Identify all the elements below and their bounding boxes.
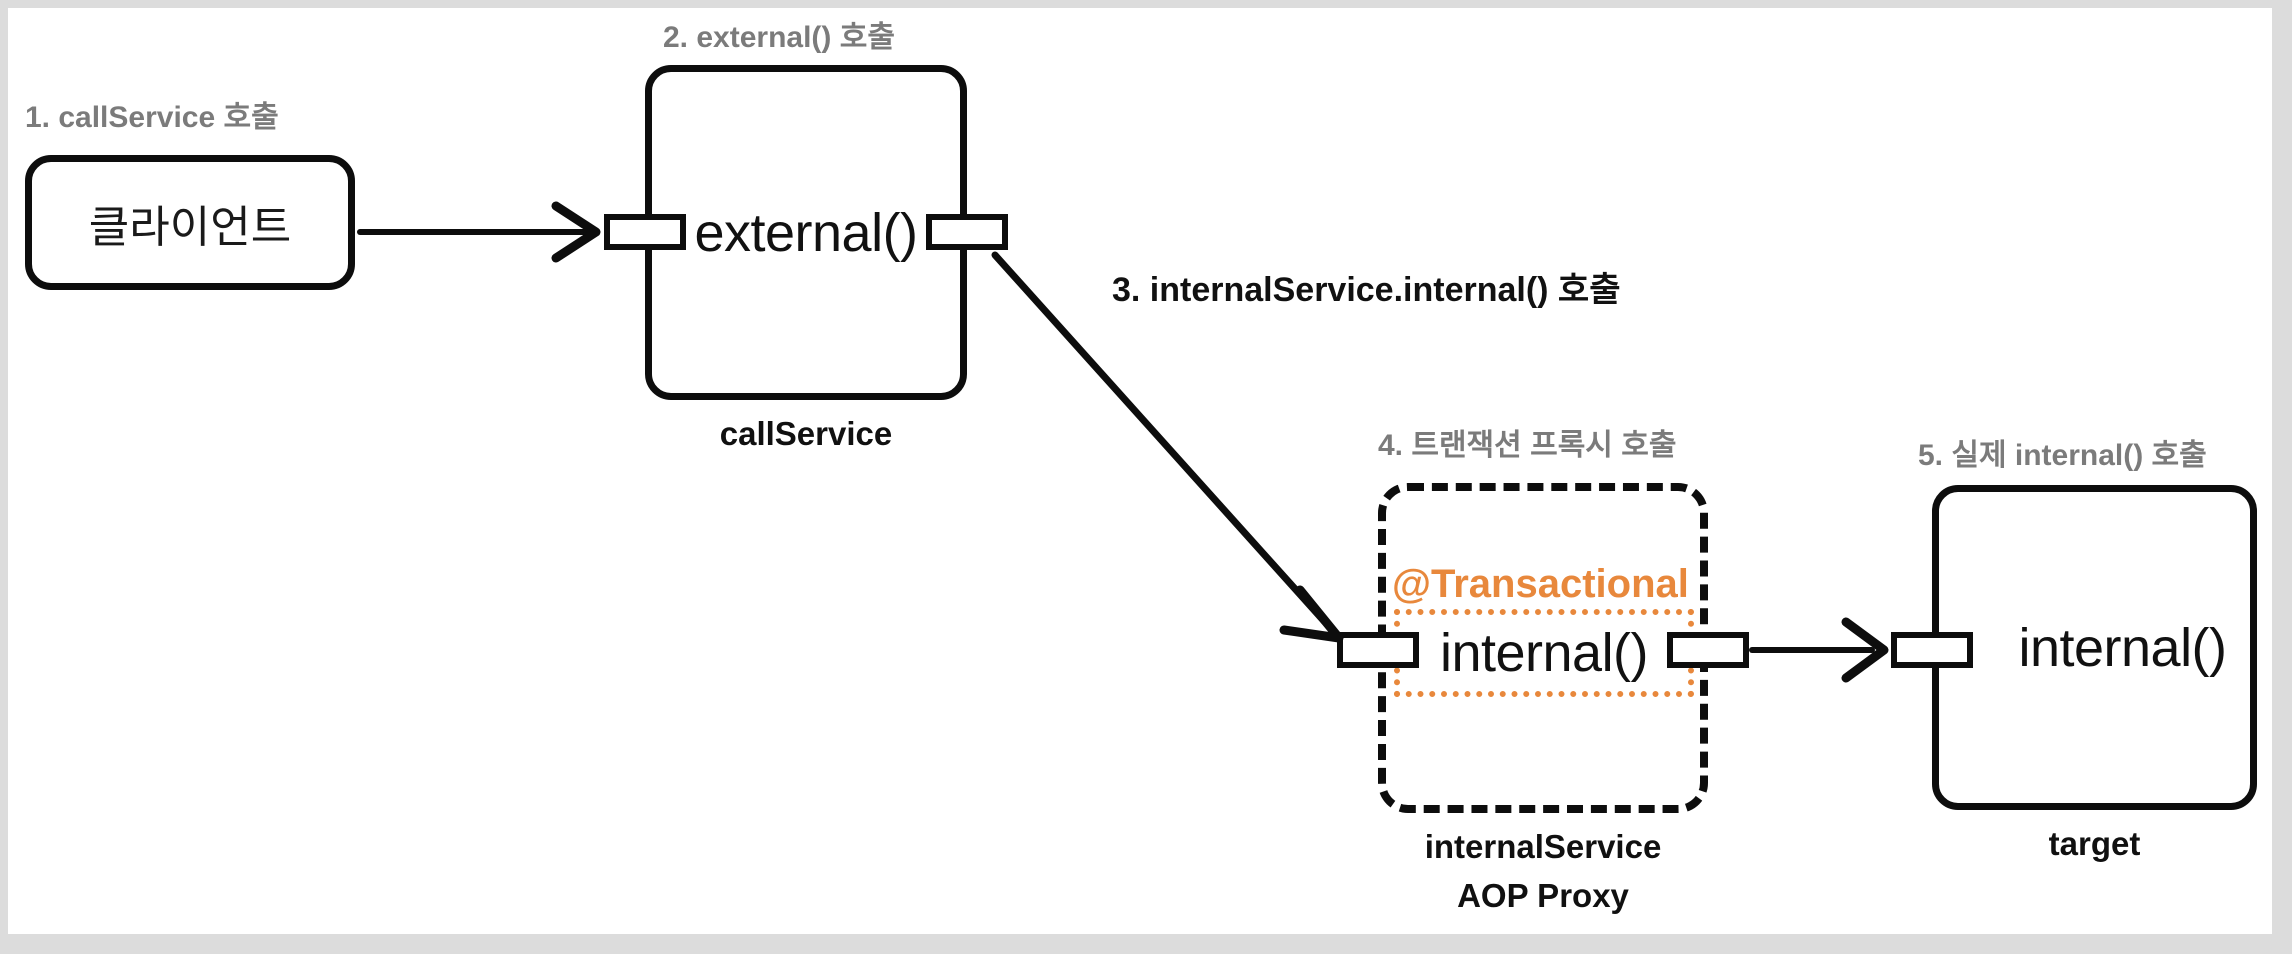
edge-client-to-call-service bbox=[357, 201, 601, 263]
node-internal-service-proxy-name-line2: AOP Proxy bbox=[1457, 877, 1629, 914]
node-internal-service-proxy[interactable] bbox=[1378, 483, 1708, 813]
node-target[interactable] bbox=[1932, 485, 2257, 810]
node-internal-service-proxy-method: internal() bbox=[1439, 623, 1649, 683]
step-2-caption: 2. external() 호출 bbox=[663, 21, 895, 54]
node-client[interactable] bbox=[25, 155, 355, 290]
port-internal-proxy-in[interactable] bbox=[1337, 632, 1419, 668]
port-call-service-out[interactable] bbox=[926, 214, 1008, 250]
transactional-annotation-label: @Transactional bbox=[1392, 562, 1689, 606]
step-3-caption: 3. internalService.internal() 호출 bbox=[1112, 271, 1621, 309]
node-call-service[interactable] bbox=[645, 65, 967, 400]
edge-proxy-to-target bbox=[1749, 617, 1889, 683]
node-call-service-method: external() bbox=[694, 202, 918, 263]
step-4-caption: 4. 트랜잭션 프록시 호출 bbox=[1378, 429, 1677, 462]
port-target-in[interactable] bbox=[1891, 632, 1973, 668]
node-target-name: target bbox=[2048, 825, 2141, 862]
port-internal-proxy-out[interactable] bbox=[1667, 632, 1749, 668]
node-target-method: internal() bbox=[2018, 617, 2227, 678]
node-internal-service-proxy-name-line1: internalService bbox=[1424, 828, 1662, 865]
node-call-service-name: callService bbox=[719, 415, 893, 452]
step-1-caption: 1. callService 호출 bbox=[25, 101, 279, 134]
step-5-caption: 5. 실제 internal() 호출 bbox=[1918, 439, 2207, 472]
edge-call-service-to-proxy bbox=[991, 251, 1344, 643]
node-client-label: 클라이언트 bbox=[88, 202, 292, 252]
port-call-service-in[interactable] bbox=[604, 214, 686, 250]
